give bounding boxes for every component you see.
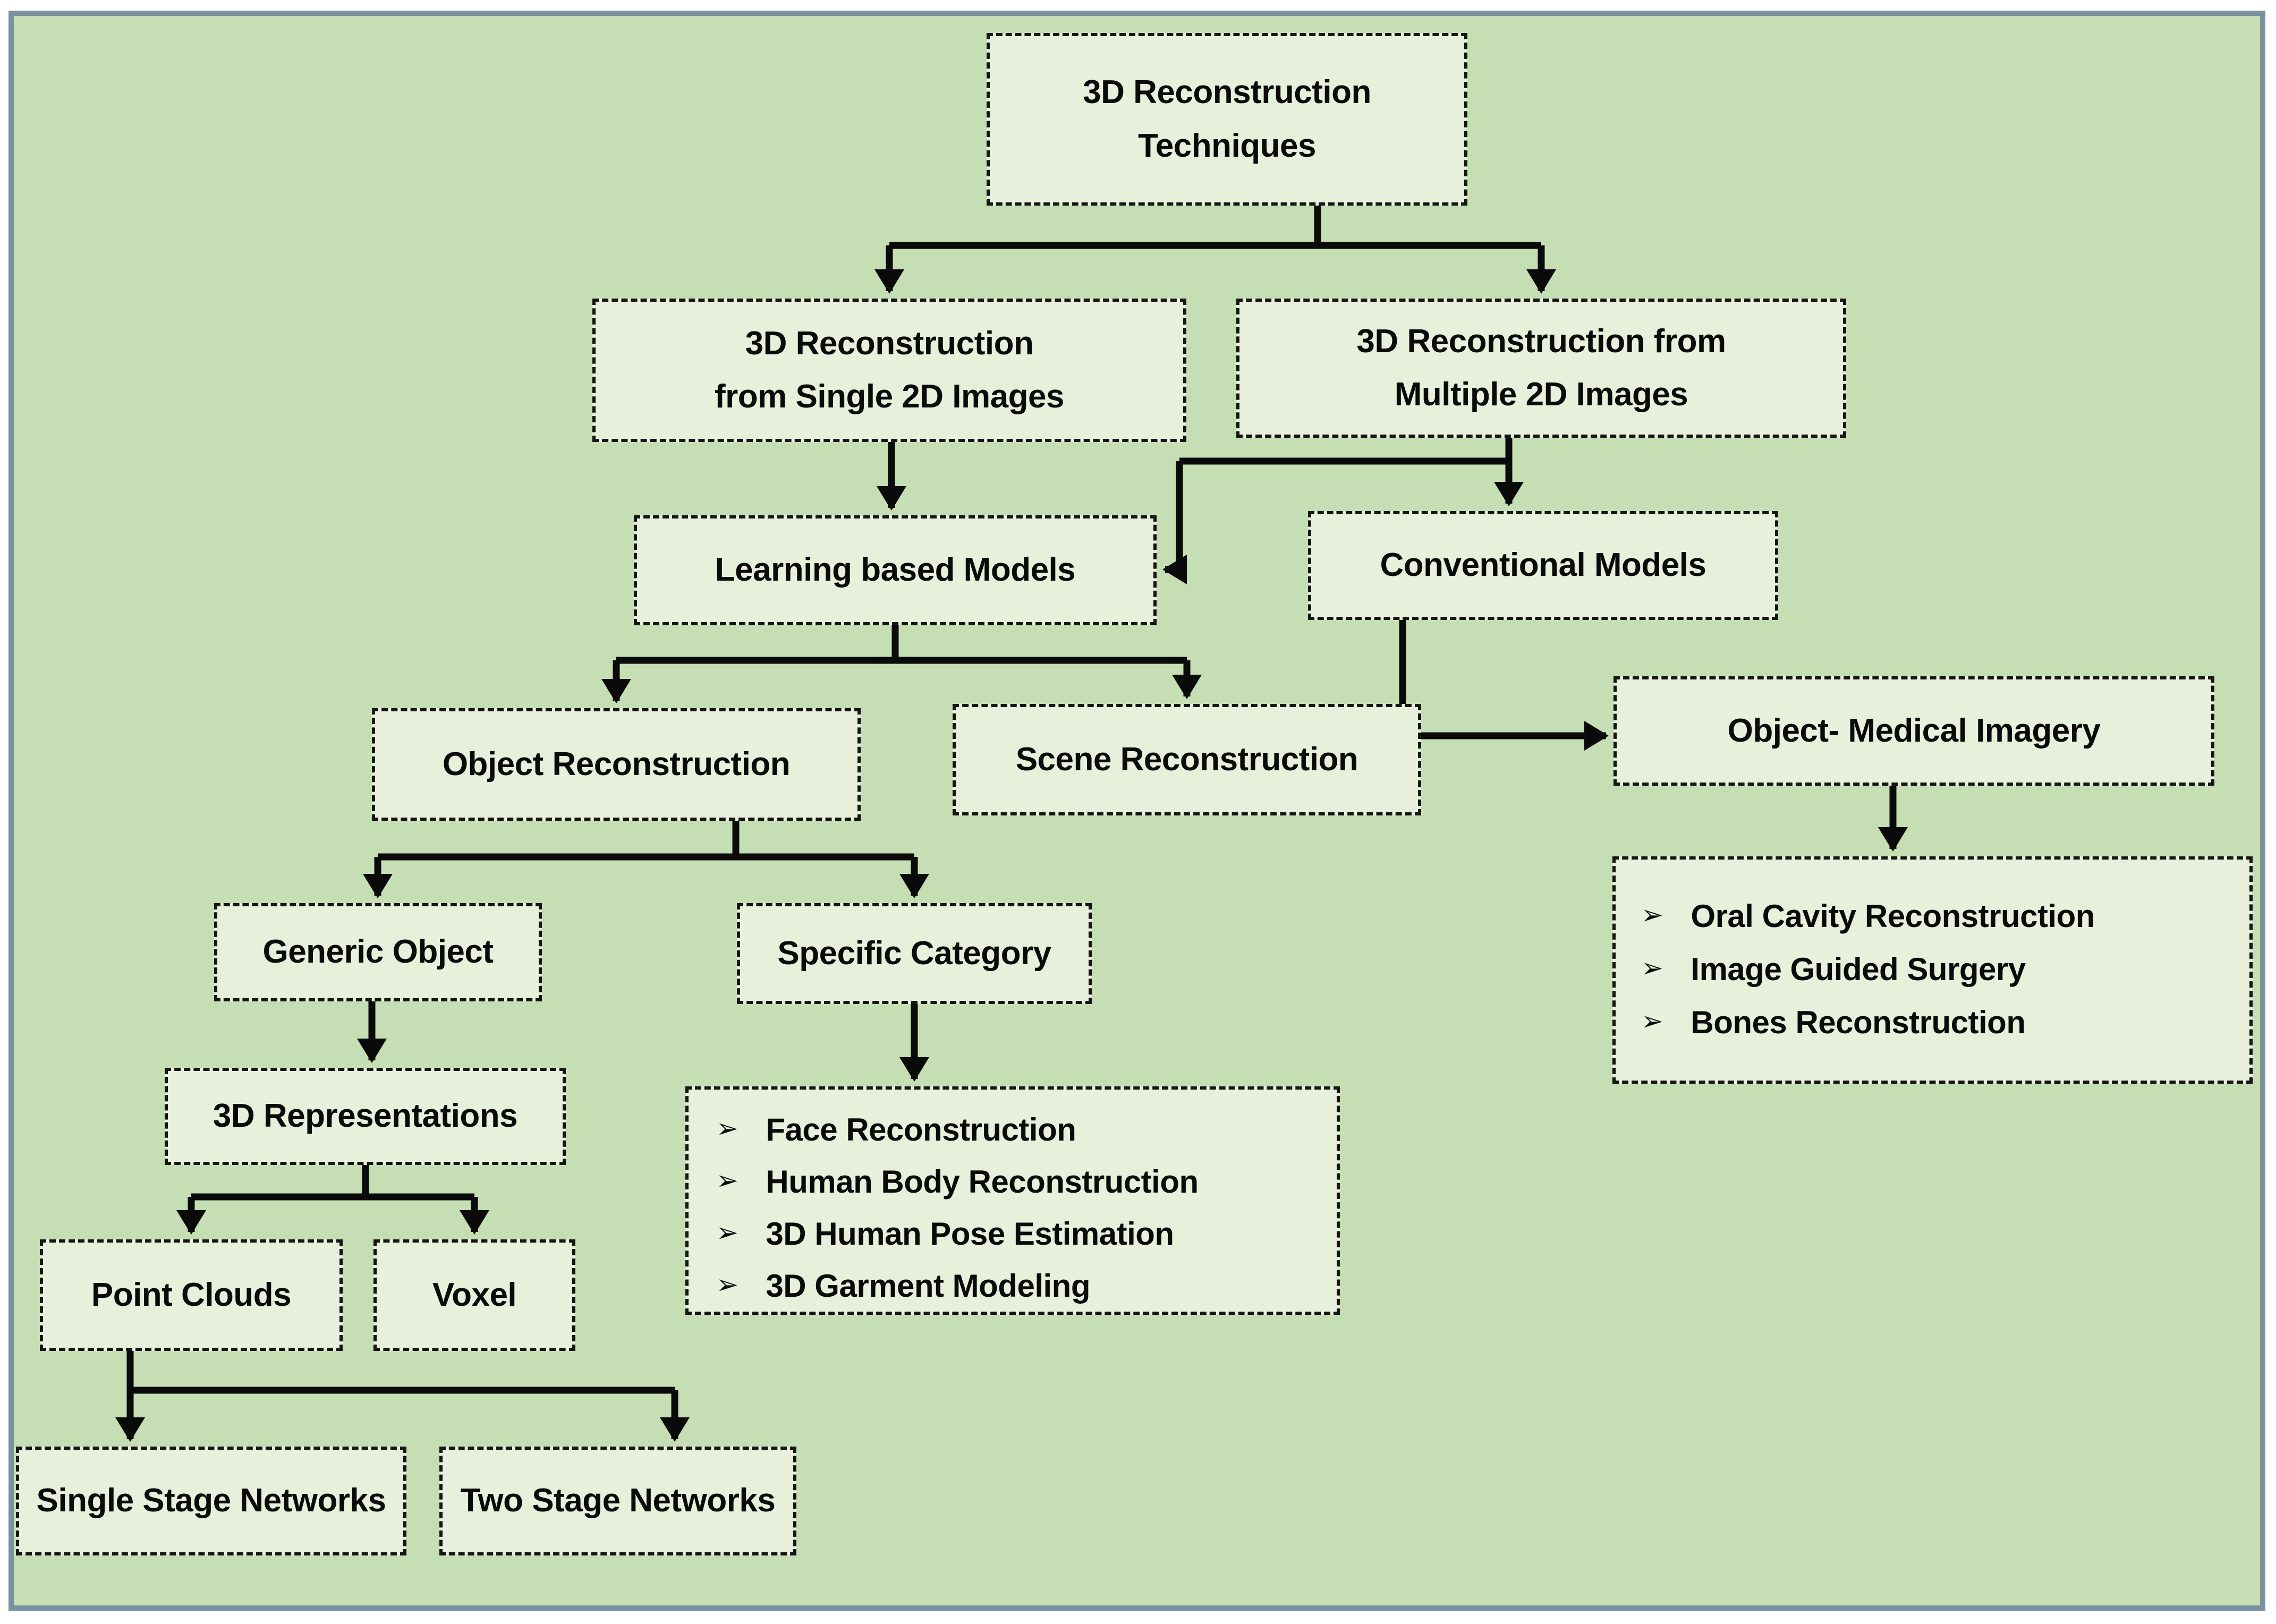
node-multiple-2d-images: 3D Reconstruction from Multiple 2D Image… bbox=[1236, 299, 1846, 438]
specific-category-list: ➢ Face Reconstruction ➢ Human Body Recon… bbox=[685, 1086, 1340, 1315]
node-object-reconstruction: Object Reconstruction bbox=[372, 708, 861, 821]
node-conventional-models: Conventional Models bbox=[1308, 511, 1778, 620]
node-3d-reconstruction-techniques: 3D Reconstruction Techniques bbox=[987, 33, 1467, 206]
node-learning-based-models: Learning based Models bbox=[634, 515, 1157, 625]
node-scene-reconstruction: Scene Reconstruction bbox=[953, 704, 1421, 815]
node-object-medical-imagery: Object- Medical Imagery bbox=[1613, 676, 2214, 786]
list-item-label: Oral Cavity Reconstruction bbox=[1691, 898, 2095, 934]
list-item-label: Bones Reconstruction bbox=[1691, 1004, 2026, 1040]
list-item-label: Human Body Reconstruction bbox=[766, 1163, 1199, 1200]
node-3d-representations: 3D Representations bbox=[165, 1068, 566, 1165]
arrowhead-bullet-icon: ➢ bbox=[716, 1165, 738, 1196]
list-item: ➢ Bones Reconstruction bbox=[1641, 996, 2233, 1049]
list-item-label: Face Reconstruction bbox=[766, 1111, 1076, 1147]
node-two-stage-networks: Two Stage Networks bbox=[439, 1447, 796, 1555]
list-item: ➢ 3D Garment Modeling bbox=[716, 1260, 1321, 1312]
node-voxel: Voxel bbox=[373, 1239, 575, 1351]
node-specific-category: Specific Category bbox=[737, 903, 1092, 1004]
list-item: ➢ Image Guided Surgery bbox=[1641, 942, 2233, 996]
arrowhead-bullet-icon: ➢ bbox=[716, 1269, 738, 1300]
list-item-label: Image Guided Surgery bbox=[1691, 951, 2026, 987]
arrowhead-bullet-icon: ➢ bbox=[716, 1217, 738, 1248]
node-generic-object: Generic Object bbox=[214, 903, 542, 1001]
arrowhead-bullet-icon: ➢ bbox=[716, 1113, 738, 1144]
arrowhead-bullet-icon: ➢ bbox=[1641, 953, 1663, 983]
list-item-label: 3D Human Pose Estimation bbox=[766, 1215, 1174, 1252]
list-item: ➢ 3D Human Pose Estimation bbox=[716, 1208, 1321, 1260]
list-item-label: 3D Garment Modeling bbox=[766, 1268, 1090, 1304]
node-single-stage-networks: Single Stage Networks bbox=[16, 1447, 406, 1555]
node-single-2d-images: 3D Reconstruction from Single 2D Images bbox=[592, 299, 1186, 442]
list-item: ➢ Face Reconstruction bbox=[716, 1103, 1321, 1155]
arrowhead-bullet-icon: ➢ bbox=[1641, 899, 1663, 930]
medical-applications-list: ➢ Oral Cavity Reconstruction ➢ Image Gui… bbox=[1612, 856, 2253, 1084]
list-item: ➢ Oral Cavity Reconstruction bbox=[1641, 889, 2233, 942]
list-item: ➢ Human Body Reconstruction bbox=[716, 1155, 1321, 1208]
node-point-clouds: Point Clouds bbox=[40, 1239, 343, 1351]
arrowhead-bullet-icon: ➢ bbox=[1641, 1006, 1663, 1036]
